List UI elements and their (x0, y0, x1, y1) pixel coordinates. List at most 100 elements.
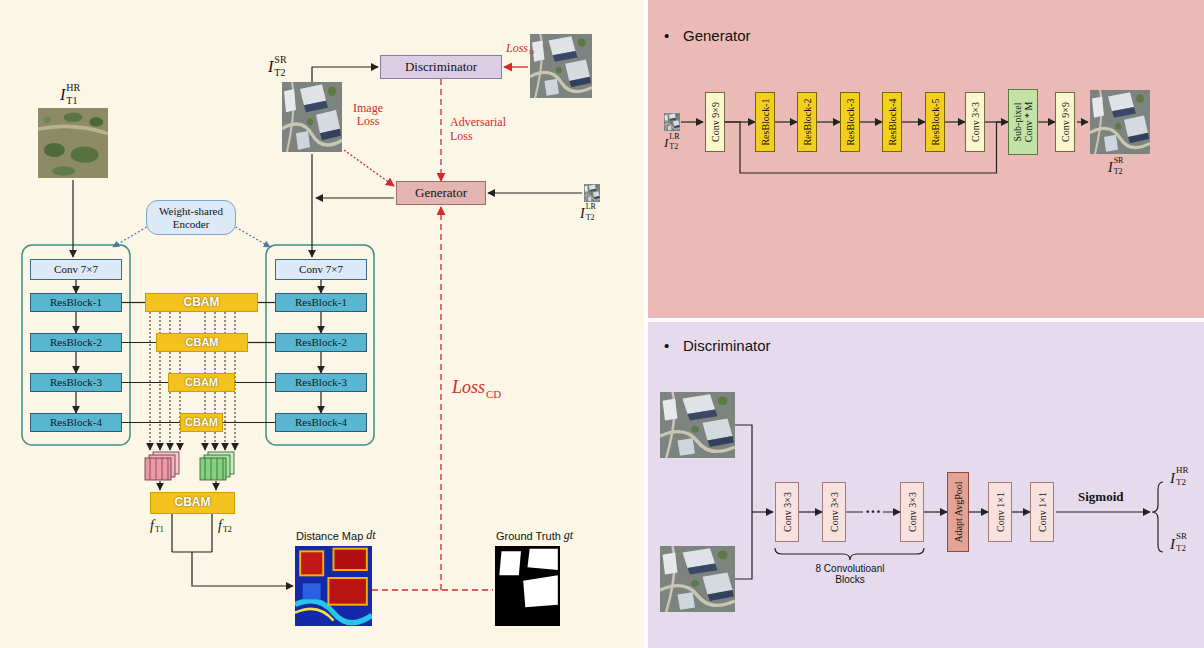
image-title-symbol: gt (564, 529, 573, 542)
connector (320, 312, 321, 333)
connector (440, 79, 441, 181)
panel-heading: Generator (683, 28, 751, 45)
node-label: Conv 3×3 (829, 492, 840, 532)
conv-layer: Conv 3×3 (775, 482, 799, 542)
function-label: Sigmoid (1078, 490, 1124, 504)
edge-label: Adversarial Loss (448, 115, 516, 145)
loss-label: Image Loss (348, 102, 388, 128)
connector (75, 312, 76, 333)
connector (817, 121, 840, 122)
node-label: CBAM (185, 376, 218, 388)
node-label: Sub-pixel Conv * M (1012, 94, 1034, 150)
superscript: LR (669, 133, 679, 142)
conv-layer: Conv 7×7 (30, 259, 122, 280)
node-label: Generator (415, 186, 467, 200)
attention-module: CBAM (168, 373, 235, 392)
conv-layer: Conv 1×1 (1030, 482, 1054, 542)
node-label: Conv 7×7 (54, 263, 98, 275)
math-symbol: f (218, 518, 222, 533)
subscript: T1 (155, 526, 164, 535)
node-label: ResBlock-4 (295, 416, 347, 428)
node-label: Conv 9×9 (1060, 102, 1071, 142)
superscript: LR (586, 203, 596, 212)
conv-layer: Conv 3×3 (900, 482, 924, 542)
bullet: • (664, 338, 669, 355)
panel-heading: Discriminator (683, 338, 771, 355)
connector (775, 121, 797, 122)
math-symbol: Loss (506, 42, 528, 55)
attention-module: CBAM (180, 413, 223, 432)
connector (969, 511, 988, 512)
connector (924, 511, 947, 512)
connector (320, 280, 321, 293)
subscript: T2 (669, 143, 678, 152)
subscript: T2 (1176, 544, 1186, 554)
conv-layer: Conv 3×3 (822, 482, 846, 542)
connector (248, 342, 275, 343)
resblock-layer: ResBlock-5 (925, 92, 945, 152)
node-label: ResBlock-2 (295, 336, 347, 348)
pool-layer: Adapt AvgPool (947, 472, 969, 552)
conv-layer: Conv 1×1 (988, 482, 1012, 542)
connector (122, 302, 145, 303)
connector (320, 352, 321, 373)
subpixel-layer: Sub-pixel Conv * M (1008, 89, 1038, 155)
connector (122, 342, 156, 343)
math-symbol: Loss (452, 378, 485, 398)
resblock-layer: ResBlock-1 (30, 293, 122, 312)
resblock-layer: ResBlock-1 (755, 92, 775, 152)
node-label: ResBlock-2 (802, 98, 813, 145)
connector (75, 352, 76, 373)
node-label: Conv 1×1 (995, 492, 1006, 532)
math-symbol: I (1170, 536, 1175, 553)
resblock-layer: ResBlock-4 (275, 413, 367, 432)
node-label: CBAM (186, 336, 219, 348)
superscript: SR (1114, 157, 1124, 166)
subscript: T2 (586, 214, 595, 223)
node-label: ResBlock-3 (845, 98, 856, 145)
math-symbol: I (268, 58, 273, 76)
resblock-layer: ResBlock-2 (30, 333, 122, 352)
conv-layer: Conv 7×7 (275, 259, 367, 280)
node-label: CBAM (175, 496, 211, 509)
subscript: T2 (1176, 478, 1186, 488)
node-label: Conv 3×3 (907, 492, 918, 532)
resblock-layer: ResBlock-2 (275, 333, 367, 352)
node-label: ResBlock-5 (930, 98, 941, 145)
node-label: ResBlock-4 (50, 416, 102, 428)
node-label: ResBlock-4 (887, 98, 898, 145)
connector (945, 121, 965, 122)
node-label: ResBlock-2 (50, 336, 102, 348)
resblock-layer: ResBlock-3 (30, 373, 122, 392)
superscript: SR (274, 54, 286, 65)
conv-layer: Conv 9×9 (705, 92, 725, 152)
math-symbol: I (664, 136, 668, 150)
connector (235, 382, 275, 383)
connector (860, 121, 882, 122)
resblock-layer: ResBlock-1 (275, 293, 367, 312)
connector (1012, 511, 1030, 512)
edge-label: ··· (863, 504, 883, 520)
resblock-layer: ResBlock-4 (882, 92, 902, 152)
node-label: CBAM (184, 296, 220, 309)
node-label: Conv 3×3 (970, 102, 981, 142)
connector (223, 422, 275, 423)
resblock-layer: ResBlock-3 (840, 92, 860, 152)
image-title: Distance Map (296, 530, 363, 542)
node-label: ResBlock-1 (50, 296, 102, 308)
node-label: Conv 9×9 (710, 102, 721, 142)
superscript: SR (1176, 532, 1187, 542)
process-box: Generator (396, 181, 486, 205)
superscript: HR (1176, 466, 1189, 476)
subscript: T2 (1114, 168, 1123, 177)
connector (1038, 121, 1055, 122)
subscript: T2 (274, 67, 285, 78)
math-symbol: f (150, 518, 154, 533)
attention-module: CBAM (156, 333, 248, 352)
connector (258, 302, 275, 303)
node-label: ResBlock-3 (50, 376, 102, 388)
math-symbol: I (1108, 160, 1113, 175)
node-label: ResBlock-3 (295, 376, 347, 388)
